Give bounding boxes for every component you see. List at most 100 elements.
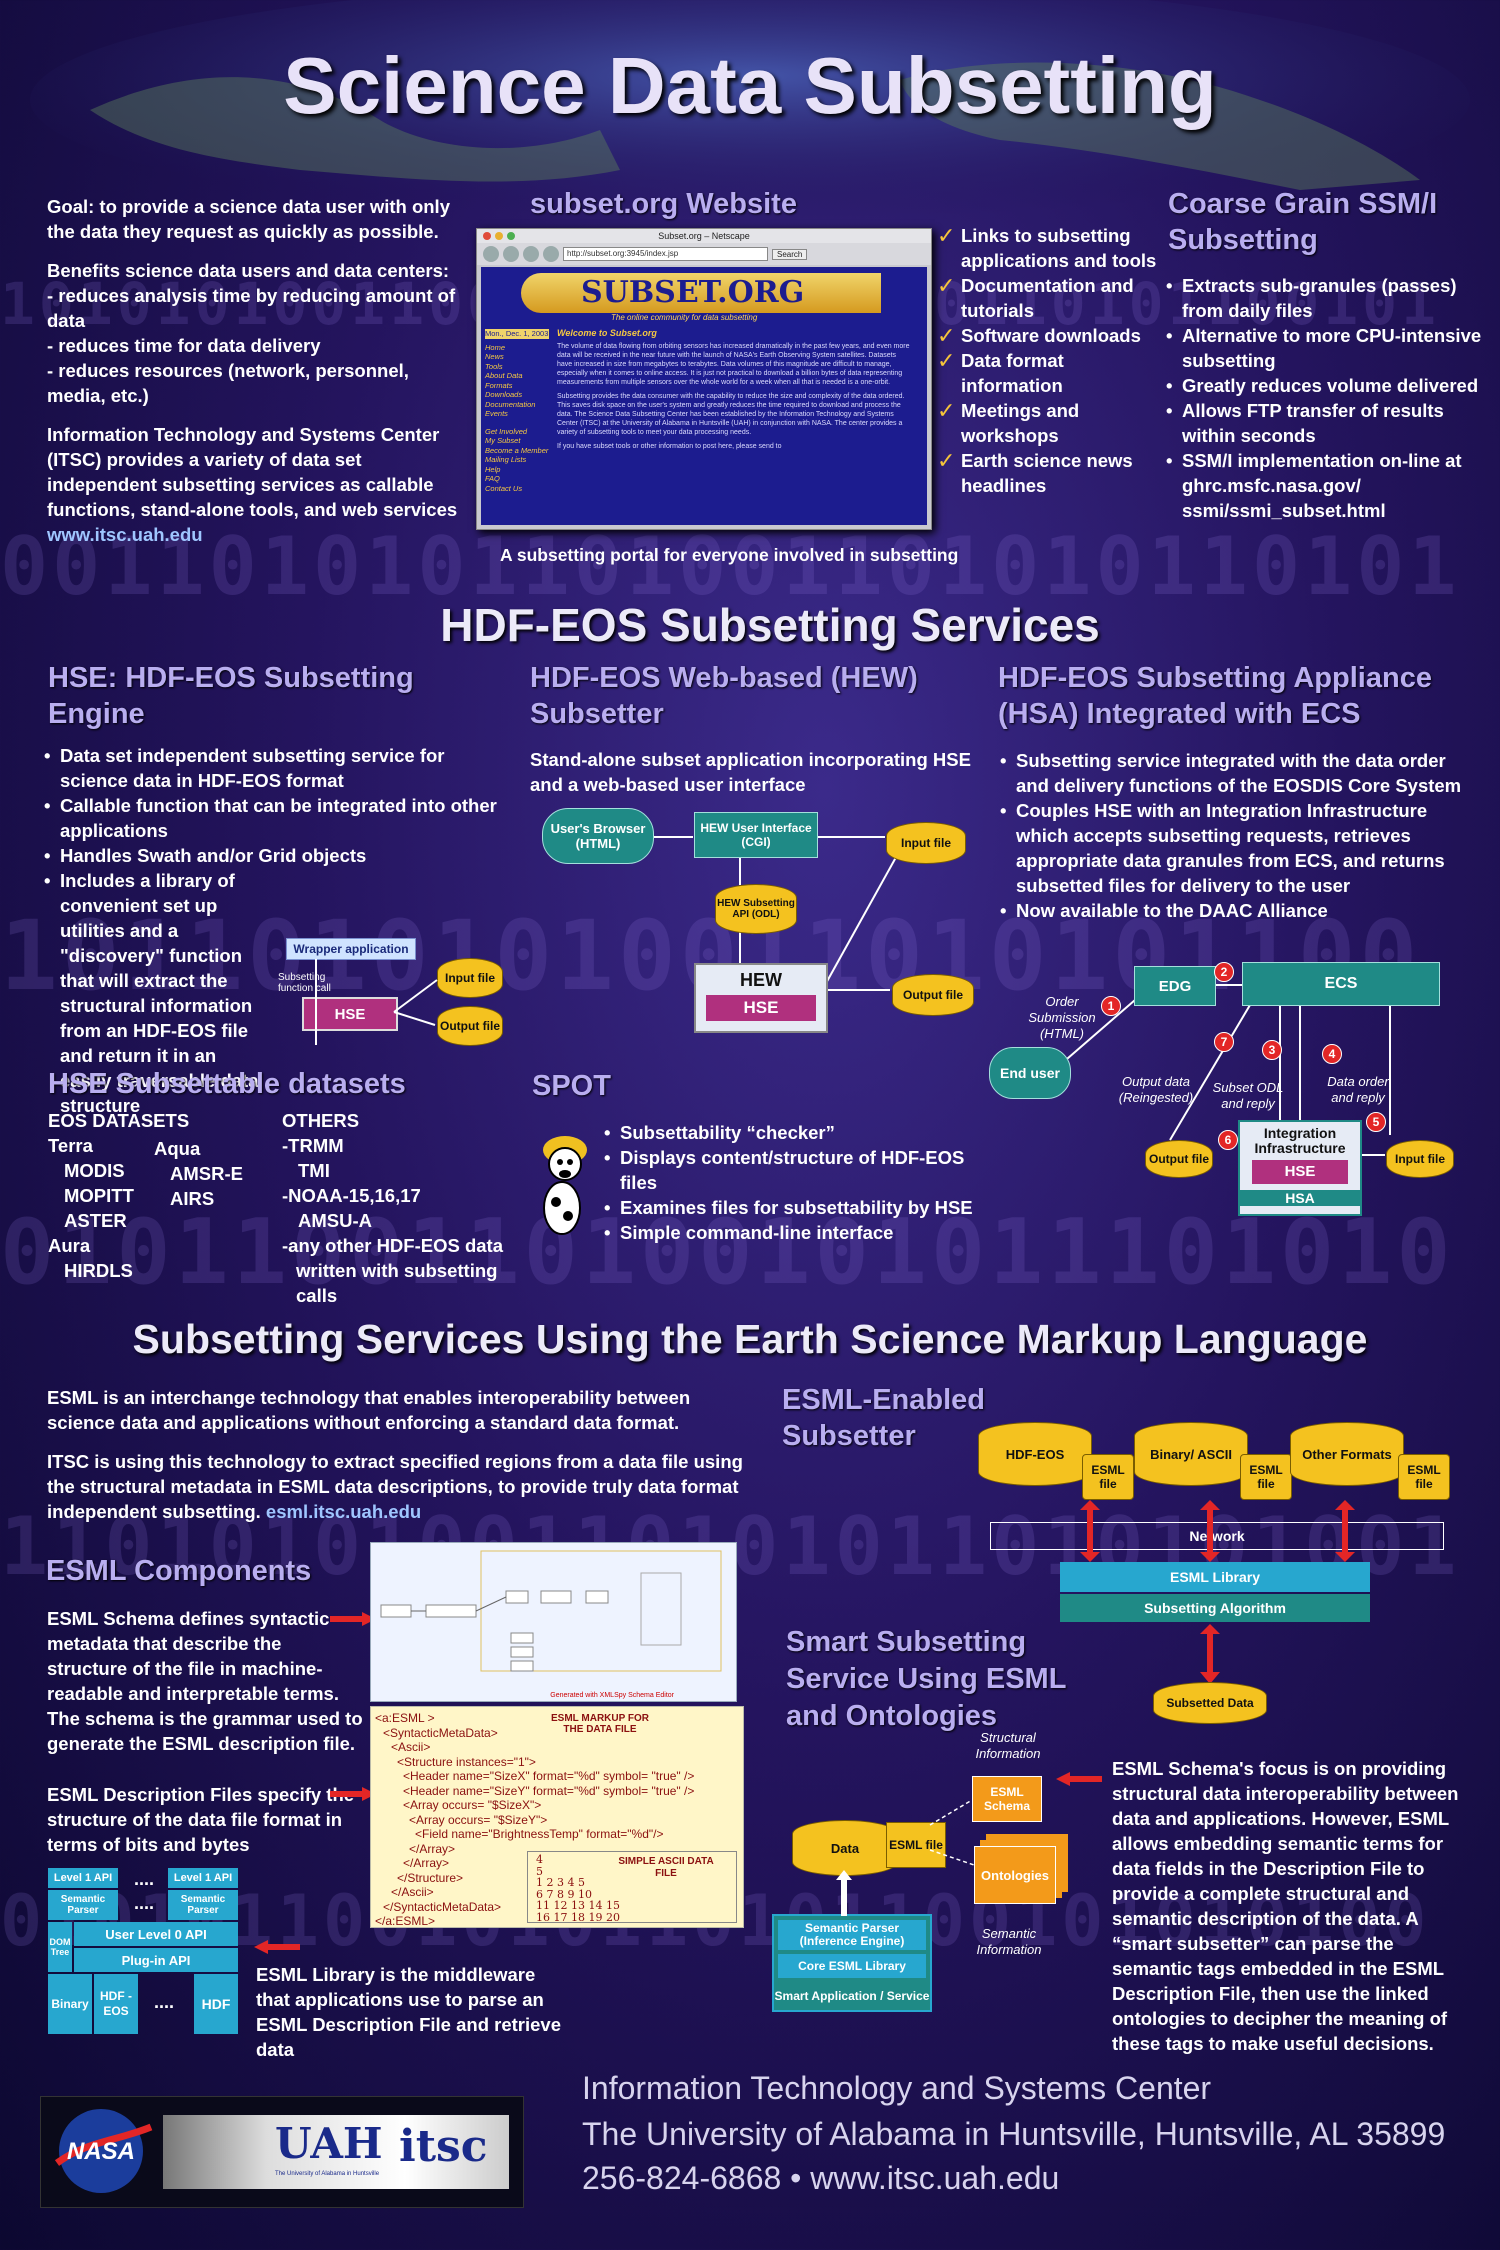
subset-odl-label: Subset ODL and reply: [1212, 1080, 1284, 1111]
semantic-parser-node: Semantic Parser (Inference Engine): [778, 1920, 926, 1950]
nav-link[interactable]: News: [485, 352, 504, 361]
level1-api-box: Level 1 API: [168, 1868, 238, 1888]
xml-line: </a:ESML>: [375, 1914, 436, 1928]
browser-toolbar: http://subset.org:3945/index.jsp Search: [477, 243, 931, 265]
binary-box: Binary: [48, 1974, 92, 2034]
plugin-api-box: Plug-in API: [74, 1948, 238, 1972]
red-arrow-icon: [330, 1787, 376, 1801]
hew-output-file: Output file: [892, 974, 974, 1016]
checklist-item: Documentation and tutorials: [937, 273, 1157, 323]
website-heading: subset.org Website: [530, 188, 797, 220]
eos-label: EOS DATASETS: [48, 1110, 190, 1131]
aqua-label: Aqua: [154, 1138, 201, 1159]
esml-components-heading: ESML Components: [46, 1555, 312, 1587]
red-arrow-icon: [254, 1940, 300, 1954]
nav-link[interactable]: Mailing Lists: [485, 455, 527, 464]
nav-link[interactable]: Become a Member: [485, 445, 549, 455]
dataset-item: MODIS: [64, 1160, 125, 1181]
reload-icon[interactable]: [523, 246, 539, 262]
esml-file-tag: ESML file: [1082, 1454, 1134, 1500]
hew-input-file: Input file: [886, 822, 966, 864]
esml-markup-card: <a:ESML > <SyntacticMetaData> <Ascii> <S…: [370, 1706, 744, 1928]
schema-tree-graphic: [380, 1550, 722, 1672]
dom-tree-box: DOM Tree: [48, 1922, 72, 1972]
url-field[interactable]: http://subset.org:3945/index.jsp: [563, 247, 768, 261]
hse-bullet: Handles Swath and/or Grid objects: [44, 843, 504, 868]
nav-link[interactable]: Help: [485, 464, 501, 474]
smart-dashed-links: [929, 1799, 975, 1866]
wrapper-arrows: [315, 959, 438, 1045]
spot-bullet: Displays content/structure of HDF-EOS fi…: [604, 1145, 994, 1195]
step-badge: 1: [1101, 996, 1121, 1016]
ascii-line: 6 7 8 9 10: [536, 1887, 592, 1901]
order-submission-label: Order Submission (HTML): [1028, 994, 1096, 1041]
hsa-label: HSA: [1240, 1190, 1360, 1206]
nav-link[interactable]: Contact Us: [485, 483, 523, 493]
ascii-line: 1 2 3 4 5: [536, 1876, 585, 1889]
zoom-icon[interactable]: [507, 232, 515, 240]
coarse-bullet: SSM/I implementation on-line at ghrc.msf…: [1166, 448, 1486, 523]
subsetting-algorithm-box: Subsetting Algorithm: [1060, 1594, 1370, 1622]
dots-label: ....: [153, 1991, 174, 2012]
network-bar: Network: [990, 1522, 1444, 1550]
eos-datasets: EOS DATASETS Terra MODIS MOPITT ASTER Au…: [48, 1108, 288, 1283]
schema-editor-screenshot: Generated with XMLSpy Schema Editor: [370, 1542, 737, 1702]
ascii-line: 11 12 13 14 15: [536, 1899, 620, 1912]
coarse-panel: Extracts sub-granules (passes) from dail…: [1166, 273, 1486, 523]
aura-label: Aura: [48, 1235, 91, 1256]
aqua-datasets: Aqua AMSR-E AIRS: [154, 1136, 274, 1211]
esml-red-arrows: [1080, 1500, 1355, 1684]
nav-link[interactable]: Tools: [485, 361, 503, 371]
hse-bullet: Data set independent subsetting service …: [44, 743, 504, 793]
nasa-logo: NASA: [54, 2109, 153, 2193]
spot-dog-icon: [543, 1136, 587, 1235]
back-icon[interactable]: [483, 246, 499, 262]
ecs-node: ECS: [1242, 962, 1440, 1006]
benefit-item: - reduces resources (network, personnel,…: [47, 360, 409, 406]
nav-link[interactable]: Events: [485, 409, 508, 418]
home-icon[interactable]: [543, 246, 559, 262]
benefit-item: - reduces analysis time by reducing amou…: [47, 285, 456, 331]
hew-description: Stand-alone subset application incorpora…: [530, 749, 971, 795]
checklist-item: Data format information: [937, 348, 1157, 398]
esml-intro: ESML is an interchange technology that e…: [47, 1385, 747, 1524]
spot-panel: Subsettability “checker” Displays conten…: [604, 1120, 994, 1245]
site-paragraph: Subsetting provides the data consumer wi…: [557, 393, 905, 436]
esml-link[interactable]: esml.itsc.uah.edu: [265, 1501, 422, 1522]
dataset-item: -NOAA-15,16,17: [282, 1185, 421, 1206]
forward-icon[interactable]: [503, 246, 519, 262]
itsc-link[interactable]: www.itsc.uah.edu: [47, 524, 203, 545]
nav-link[interactable]: About Data: [485, 371, 523, 380]
itsc-description: Information Technology and Systems Cente…: [47, 424, 458, 520]
page-title: Science Data Subsetting: [283, 41, 1217, 130]
nav-link[interactable]: My Subset: [485, 436, 521, 445]
coarse-bullet: Allows FTP transfer of results within se…: [1166, 398, 1486, 448]
nav-link[interactable]: FAQ: [485, 474, 500, 483]
esml-paragraph-text: ITSC is using this technology to extract…: [47, 1451, 743, 1522]
esml-library-box: ESML Library: [1060, 1562, 1370, 1592]
spot-bullet: Subsettability “checker”: [604, 1120, 994, 1145]
nav-link[interactable]: Get Involved: [485, 426, 528, 436]
minimize-icon[interactable]: [495, 232, 503, 240]
ascii-line: 16 17 18 19 20: [536, 1910, 620, 1924]
xml-line: </Array>: [403, 1856, 450, 1870]
nav-link[interactable]: Downloads: [485, 390, 523, 399]
red-arrow-icon: [1056, 1772, 1102, 1786]
data-cylinder: Other Formats: [1290, 1422, 1404, 1486]
semantic-parser-box: Semantic Parser: [168, 1890, 238, 1920]
search-button[interactable]: Search: [772, 248, 808, 260]
hse-box: HSE: [302, 997, 398, 1031]
terra-label: Terra: [48, 1135, 93, 1156]
hdf-box: HDF: [194, 1974, 238, 2034]
nav-link[interactable]: Home: [485, 342, 506, 352]
logo-bar: NASA UAH The University of Alabama in Hu…: [40, 2096, 524, 2208]
close-icon[interactable]: [483, 232, 491, 240]
xml-line: <Field name="BrightnessTemp" format="%d"…: [415, 1827, 664, 1841]
nav-link[interactable]: Documentation: [485, 399, 536, 409]
dataset-item: AMSR-E: [170, 1163, 243, 1184]
hew-label: HEW: [740, 970, 782, 990]
subsetting-call-label: Subsetting function call: [278, 972, 331, 994]
nav-link[interactable]: Formats: [485, 380, 513, 390]
benefit-item: - reduces time for data delivery: [47, 335, 321, 356]
coarse-bullet: Alternative to more CPU-intensive subset…: [1166, 323, 1486, 373]
